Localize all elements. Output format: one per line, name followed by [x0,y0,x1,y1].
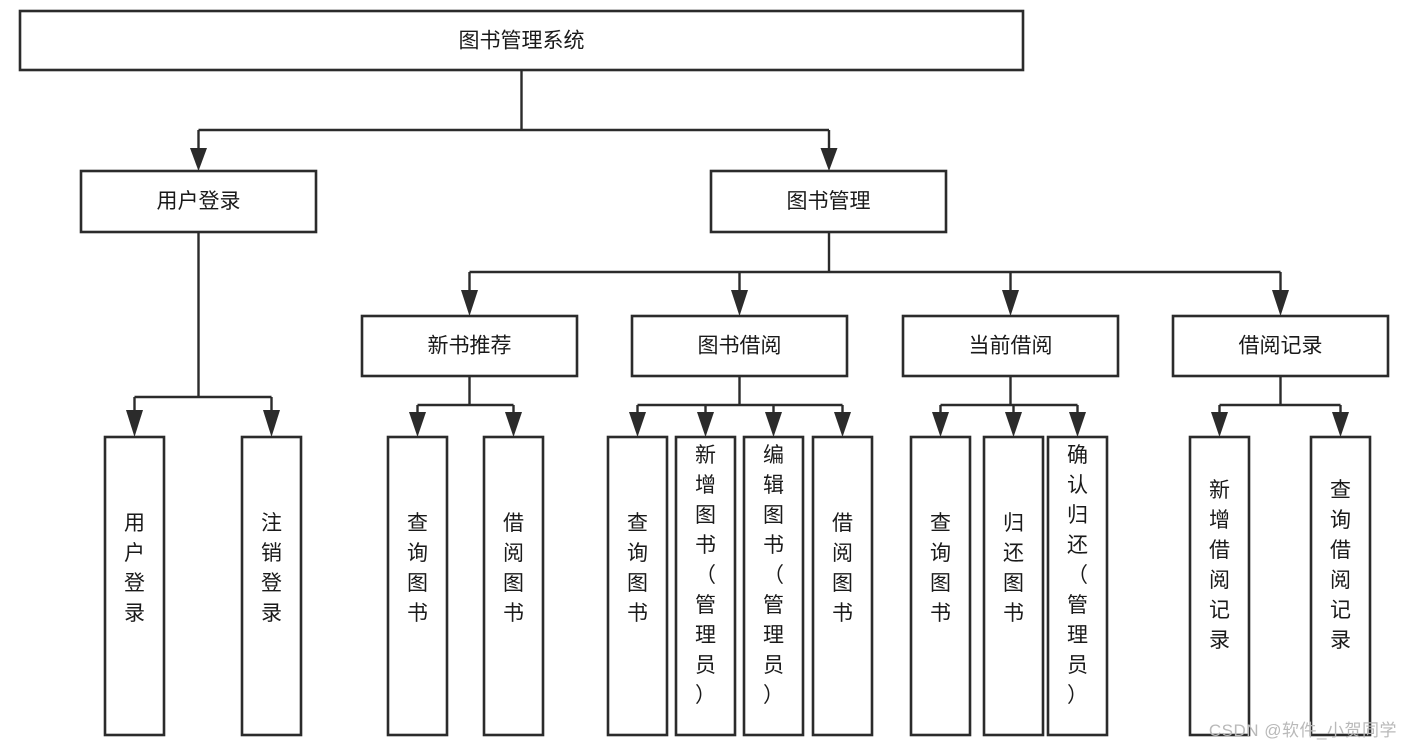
node-box-current-borrow[interactable] [901,314,1120,378]
arrow-head-icon [697,412,714,437]
node-label-leaf-confirm-return: 确认归还（管理员） [1067,444,1088,707]
node-box-book-borrow[interactable] [630,314,849,378]
node-box-new-book-recommend[interactable] [360,314,579,378]
node-label-user-login: 用户登录 [157,190,241,213]
arrow-head-icon [1005,412,1022,437]
node-box-leaf-query-book-2[interactable] [606,435,669,737]
node-label-leaf-add-book: 新增图书（管理员） [695,444,716,707]
node-current-borrow[interactable]: 当前借阅 [901,314,1120,378]
node-label-new-book-recommend: 新书推荐 [428,335,512,358]
node-box-leaf-logout[interactable] [240,435,303,737]
node-label-leaf-user-login: 用户登录 [124,512,145,625]
node-new-book-recommend[interactable]: 新书推荐 [360,314,579,378]
node-label-leaf-query-book-3: 查询图书 [930,512,951,625]
node-label-leaf-borrow-book-2: 借阅图书 [832,512,853,625]
node-book-borrow[interactable]: 图书借阅 [630,314,849,378]
node-leaf-query-book-1[interactable]: 查询图书 [386,435,449,737]
arrow-head-icon [1272,290,1289,316]
node-label-borrow-record: 借阅记录 [1239,335,1323,358]
node-leaf-confirm-return[interactable]: 确认归还（管理员） [1046,435,1109,737]
arrow-head-icon [190,148,207,171]
node-box-leaf-query-book-3[interactable] [909,435,972,737]
node-box-leaf-add-book[interactable] [674,435,737,737]
node-box-leaf-query-book-1[interactable] [386,435,449,737]
node-leaf-borrow-book-1[interactable]: 借阅图书 [482,435,545,737]
arrow-head-icon [932,412,949,437]
node-label-leaf-return-book: 归还图书 [1003,512,1024,625]
node-leaf-edit-book[interactable]: 编辑图书（管理员） [742,435,805,737]
connectors-layer [126,70,1349,437]
node-box-leaf-query-record[interactable] [1309,435,1372,737]
node-box-leaf-borrow-book-2[interactable] [811,435,874,737]
node-label-leaf-borrow-book-1: 借阅图书 [503,512,524,625]
node-box-root[interactable] [18,9,1025,72]
arrow-head-icon [834,412,851,437]
node-box-borrow-record[interactable] [1171,314,1390,378]
node-label-leaf-query-book-2: 查询图书 [627,512,648,625]
arrow-head-icon [409,412,426,437]
node-label-leaf-query-record: 查询借阅记录 [1330,479,1351,652]
watermark-credit: CSDN @软件_小贺同学 [1208,721,1397,740]
node-box-leaf-confirm-return[interactable] [1046,435,1109,737]
arrow-head-icon [1332,412,1349,437]
arrow-head-icon [820,148,838,171]
node-user-login[interactable]: 用户登录 [79,169,318,234]
node-box-leaf-return-book[interactable] [982,435,1045,737]
arrow-head-icon [629,412,646,437]
node-leaf-user-login[interactable]: 用户登录 [103,435,166,737]
node-leaf-logout[interactable]: 注销登录 [240,435,303,737]
arrow-head-icon [263,410,280,437]
arrow-head-icon [126,410,143,437]
node-box-leaf-borrow-book-1[interactable] [482,435,545,737]
arrow-head-icon [461,290,478,316]
node-box-leaf-edit-book[interactable] [742,435,805,737]
node-label-leaf-query-book-1: 查询图书 [407,512,428,625]
node-label-book-manage: 图书管理 [787,190,871,213]
node-leaf-query-record[interactable]: 查询借阅记录 [1309,435,1372,737]
node-leaf-add-record[interactable]: 新增借阅记录 [1188,435,1251,737]
arrow-head-icon [1211,412,1228,437]
arrow-head-icon [765,412,782,437]
node-leaf-return-book[interactable]: 归还图书 [982,435,1045,737]
node-leaf-query-book-2[interactable]: 查询图书 [606,435,669,737]
node-box-leaf-add-record[interactable] [1188,435,1251,737]
node-label-book-borrow: 图书借阅 [698,335,782,358]
node-leaf-borrow-book-2[interactable]: 借阅图书 [811,435,874,737]
arrow-head-icon [1069,412,1086,437]
node-label-leaf-add-record: 新增借阅记录 [1209,479,1230,652]
arrow-head-icon [731,290,748,316]
node-book-manage[interactable]: 图书管理 [709,169,948,234]
node-label-leaf-edit-book: 编辑图书（管理员） [763,444,784,707]
node-label-current-borrow: 当前借阅 [969,335,1053,358]
node-label-root: 图书管理系统 [459,30,585,53]
arrow-head-icon [1002,290,1019,316]
node-box-book-manage[interactable] [709,169,948,234]
node-root-system[interactable]: 图书管理系统 [18,9,1025,72]
node-label-leaf-logout: 注销登录 [261,512,282,625]
node-leaf-query-book-3[interactable]: 查询图书 [909,435,972,737]
node-borrow-record[interactable]: 借阅记录 [1171,314,1390,378]
arrow-head-icon [505,412,522,437]
node-box-user-login[interactable] [79,169,318,234]
node-leaf-add-book[interactable]: 新增图书（管理员） [674,435,737,737]
node-box-leaf-user-login[interactable] [103,435,166,737]
